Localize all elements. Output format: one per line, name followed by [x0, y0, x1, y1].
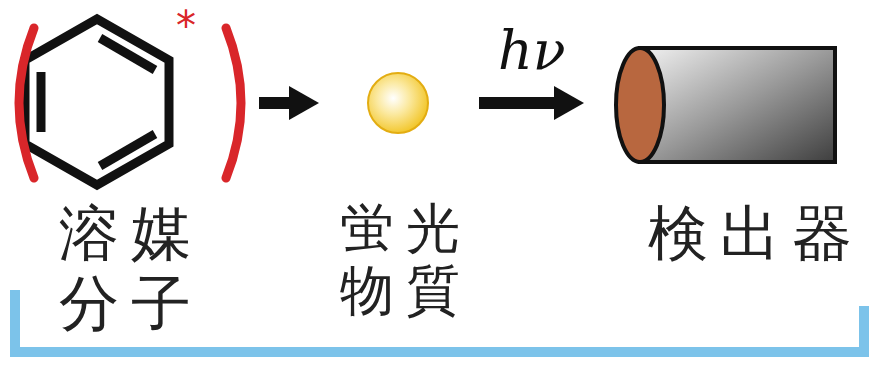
labelled-item: 検出器	[590, 10, 870, 345]
labelled-item: 溶媒 分子	[10, 10, 255, 345]
flow-arrow	[259, 86, 319, 120]
benzene-ring	[25, 19, 169, 185]
flow-arrow	[479, 86, 584, 120]
item-name: 検出器	[620, 198, 876, 268]
item-name: 溶媒 分子	[30, 198, 220, 338]
fluorescent-particle	[368, 73, 428, 133]
edge-label: hν	[494, 21, 570, 81]
labelled-item: 蛍光 物質	[325, 10, 475, 345]
detector-cylinder	[616, 48, 835, 162]
excited-state-mark: *	[176, 6, 196, 46]
item-name: 蛍光 物質	[325, 198, 475, 322]
bracket-parentheses	[19, 28, 241, 178]
